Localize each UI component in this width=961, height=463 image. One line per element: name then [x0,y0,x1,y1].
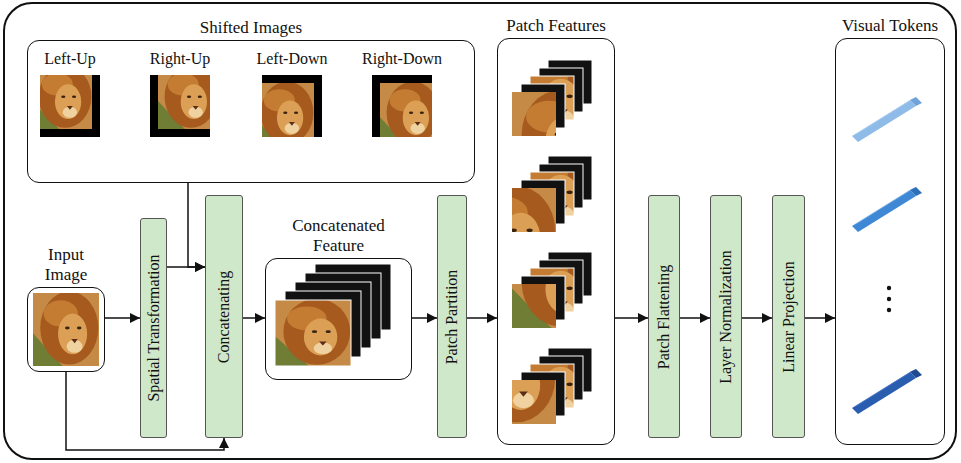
image-label: Right-Up [150,50,210,68]
node-heading: Shifted Images [151,18,351,38]
token-bar [852,369,922,414]
flow-arrow [680,317,710,319]
flow-arrow [467,317,497,319]
token-face [852,190,916,232]
lion-image [468,334,556,424]
ellipsis-dot [887,286,891,290]
frame-box: Input Image [27,287,105,372]
patch-stack [468,334,596,430]
label-holder: Concatenating [215,270,233,362]
process-box: Layer Normalization [710,195,742,438]
patch-front [512,238,600,328]
lion-crop [158,66,218,129]
frame-box: Visual Tokens [835,38,945,445]
node-heading: Concatenated Feature [279,216,399,256]
lion-image [254,82,314,145]
feature-layer-edge [275,300,351,366]
label-holder: Linear Projection [780,261,798,373]
process-box: Patch Flattening [648,195,680,438]
frame-box: Patch Features [497,38,615,445]
token-end [910,187,922,196]
label-holder: Layer Normalization [717,250,735,384]
token-bar [852,97,922,142]
token-face [852,100,916,142]
concatenated-stack [275,264,391,366]
flow-arrow [188,183,205,267]
shifted-image-right-up [150,66,218,137]
heading-holder: Shifted Images [151,18,351,38]
heading-holder: Concatenated Feature [279,216,399,256]
process-box: Linear Projection [772,195,805,438]
ellipsis-dot [887,308,891,312]
flow-arrow [243,317,265,319]
outer-frame [4,3,956,459]
process-box: Concatenating [205,195,243,438]
lion-image [33,292,99,366]
process-label: Concatenating [215,270,233,362]
lion-crop [32,66,92,129]
shifted-image-right-down [372,75,440,145]
node-heading: Patch Features [491,16,621,36]
image-label: Left-Up [44,50,96,68]
image-label: Left-Down [256,50,327,68]
lion-image [275,299,351,366]
token-top [852,187,916,226]
flow-arrow [805,317,835,319]
flow-arrow [412,317,437,319]
token-top [852,369,916,408]
flow-arrow [742,317,772,319]
node-heading: Visual Tokens [830,16,950,36]
token-end [910,97,922,106]
token-bar [852,187,922,232]
heading-holder: Input Image [31,245,101,285]
lion-crop [380,82,440,145]
process-label: Patch Flattening [655,264,673,368]
token-face [852,372,916,414]
lion-crop [254,82,314,145]
process-label: Linear Projection [780,261,798,373]
frame-box: Concatenated Feature [265,258,412,380]
shifted-image-left-down [254,75,322,145]
patch-stack [508,238,600,334]
lion-image [158,66,218,129]
process-label: Spatial Transformation [145,254,163,401]
process-box: Patch Partition [437,195,467,438]
input-image [33,292,99,366]
lion-image [32,66,92,129]
image-label: Right-Down [362,50,442,68]
lion-image [380,82,440,145]
process-label: Patch Partition [443,269,461,364]
lion-image [512,238,600,328]
patch-front [468,334,556,424]
feature-front-image [275,299,351,366]
label-holder: Spatial Transformation [145,254,163,401]
ellipsis-dot [887,297,891,301]
token-top [852,97,916,136]
flow-arrow [615,317,648,319]
flow-arrow [105,317,140,319]
label-holder: Patch Partition [443,269,461,364]
shifted-image-left-up [32,66,100,137]
process-box: Spatial Transformation [140,218,167,438]
heading-holder: Visual Tokens [830,16,950,36]
process-label: Layer Normalization [717,250,735,384]
label-holder: Patch Flattening [655,264,673,368]
node-heading: Input Image [31,245,101,285]
heading-holder: Patch Features [491,16,621,36]
token-end [910,369,922,378]
